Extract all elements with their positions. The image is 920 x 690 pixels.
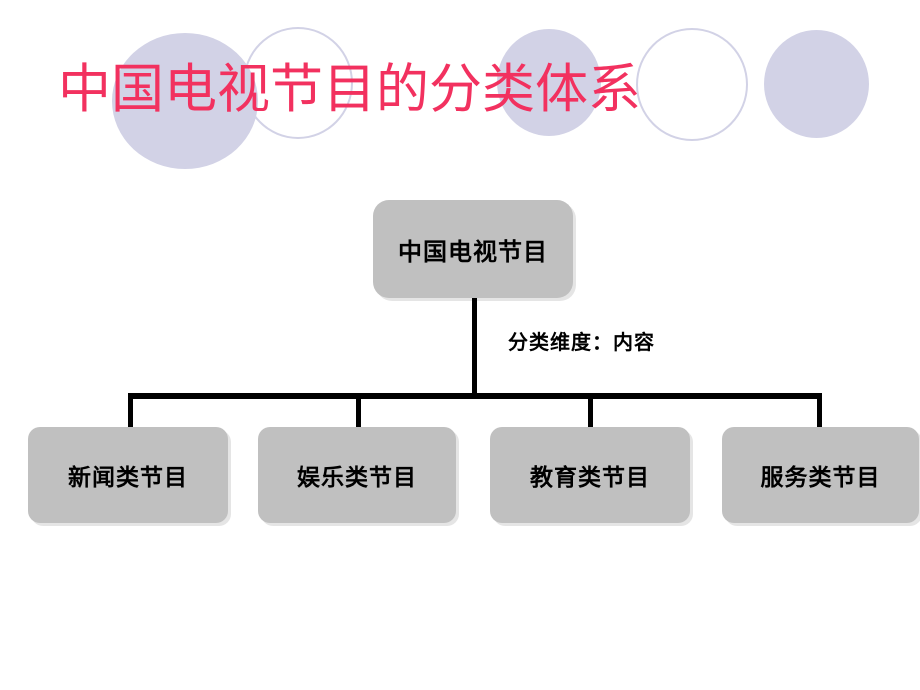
- connector-root-stem: [472, 298, 477, 396]
- diagram-node-service-label: 服务类节目: [760, 465, 881, 491]
- decorative-circle-5: [764, 30, 869, 138]
- decorative-circle-4: [636, 28, 748, 141]
- diagram-node-entertainment[interactable]: 娱乐类节目: [258, 427, 456, 523]
- diagram-node-entertainment-label: 娱乐类节目: [297, 465, 417, 491]
- diagram-node-root[interactable]: 中国电视节目: [373, 200, 573, 298]
- diagram-node-news[interactable]: 新闻类节目: [28, 427, 228, 523]
- diagram-node-education[interactable]: 教育类节目: [490, 427, 690, 523]
- connector-drop-3: [588, 393, 593, 429]
- connector-drop-1: [128, 393, 133, 429]
- connector-drop-2: [356, 393, 361, 429]
- diagram-node-news-label: 新闻类节目: [68, 465, 188, 491]
- diagram-edge-label: 分类维度：内容: [508, 330, 655, 354]
- slide-title: 中国电视节目的分类体系: [58, 59, 641, 120]
- diagram-node-education-label: 教育类节目: [530, 465, 650, 491]
- diagram-node-service[interactable]: 服务类节目: [722, 427, 919, 523]
- diagram-node-root-label: 中国电视节目: [398, 237, 548, 266]
- connector-horizontal-bus: [128, 393, 822, 399]
- connector-drop-4: [817, 393, 822, 429]
